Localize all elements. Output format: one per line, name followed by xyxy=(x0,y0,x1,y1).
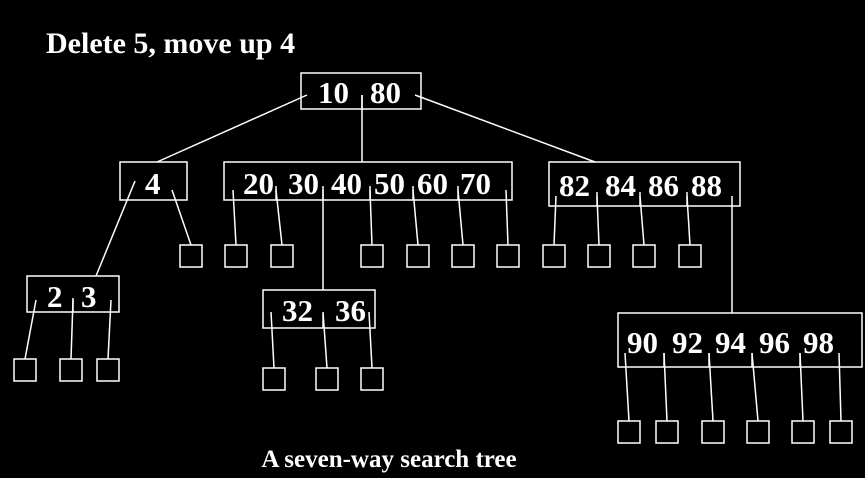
edge-middle-child-to-leaf xyxy=(368,311,373,369)
edge-middle-to-leaf xyxy=(275,189,283,246)
null-leaf-box xyxy=(678,244,702,268)
null-leaf-box xyxy=(262,367,286,391)
diagram-title: Delete 5, move up 4 xyxy=(46,27,296,60)
null-leaf-box xyxy=(496,244,520,268)
null-leaf-box xyxy=(59,358,83,382)
node-key: 80 xyxy=(370,75,401,110)
null-leaf-box xyxy=(96,358,120,382)
node-key: 86 xyxy=(648,168,679,203)
null-leaf-box xyxy=(315,367,339,391)
null-leaf-box xyxy=(360,244,384,268)
null-leaf-box xyxy=(587,244,611,268)
node-key: 94 xyxy=(715,325,746,360)
edge-left-to-left-child xyxy=(95,180,136,277)
null-leaves xyxy=(13,244,853,444)
null-leaf-box xyxy=(791,420,815,444)
null-leaf-box xyxy=(360,367,384,391)
edge-middle-to-leaf xyxy=(505,189,509,246)
node-key: 20 xyxy=(243,166,274,201)
edge-root-to-left xyxy=(156,94,308,163)
node-key: 98 xyxy=(803,325,834,360)
node-box xyxy=(548,161,741,207)
edge-left-child-to-leaf xyxy=(107,299,112,360)
edge-right-child-to-leaf xyxy=(838,352,842,422)
node-key: 60 xyxy=(417,166,448,201)
node-key: 30 xyxy=(288,166,319,201)
null-leaf-box xyxy=(829,420,853,444)
edge-right-child-to-leaf xyxy=(751,352,759,422)
node-key: 4 xyxy=(145,166,161,201)
node-key: 40 xyxy=(331,166,362,201)
node-key: 82 xyxy=(559,168,590,203)
node-middle-child: 32 36 xyxy=(262,289,376,329)
node-left: 4 xyxy=(119,161,188,201)
node-key: 90 xyxy=(627,325,658,360)
null-leaf-box xyxy=(632,244,656,268)
node-box xyxy=(300,72,422,110)
null-leaf-box xyxy=(542,244,566,268)
node-right-child: 90 92 94 96 98 xyxy=(617,312,863,368)
null-leaf-box xyxy=(746,420,770,444)
node-box xyxy=(262,289,376,329)
edge-root-to-right xyxy=(414,94,596,163)
edge-middle-child-to-leaf xyxy=(270,311,275,369)
node-key: 88 xyxy=(691,168,722,203)
edge-middle-to-leaf xyxy=(457,189,464,246)
node-key: 84 xyxy=(605,168,636,203)
node-box xyxy=(119,161,188,201)
node-key: 3 xyxy=(81,279,97,314)
node-box xyxy=(223,161,513,201)
null-leaf-box xyxy=(451,244,475,268)
node-key: 32 xyxy=(282,293,313,328)
node-box xyxy=(617,312,863,368)
node-key: 96 xyxy=(759,325,790,360)
node-root: 10 80 xyxy=(300,72,422,110)
null-leaf-box xyxy=(406,244,430,268)
node-key: 2 xyxy=(47,279,63,314)
null-leaf-box xyxy=(270,244,294,268)
edge-left-child-to-leaf xyxy=(24,299,37,360)
null-leaf-box xyxy=(179,244,203,268)
null-leaf-box xyxy=(224,244,248,268)
edge-right-to-leaf xyxy=(553,195,557,246)
edge-middle-to-leaf xyxy=(232,189,237,246)
tree-edges xyxy=(24,94,842,422)
node-right: 82 84 86 88 xyxy=(548,161,741,207)
edge-right-child-to-leaf xyxy=(624,352,630,422)
null-leaf-box xyxy=(13,358,37,382)
null-leaf-box xyxy=(655,420,679,444)
node-key: 10 xyxy=(318,75,349,110)
node-key: 92 xyxy=(672,325,703,360)
edge-middle-to-leaf xyxy=(412,189,419,246)
node-middle: 20 30 40 50 60 70 xyxy=(223,161,513,201)
node-key: 36 xyxy=(335,293,366,328)
node-key: 50 xyxy=(374,166,405,201)
edge-left-to-leaf xyxy=(171,189,192,246)
null-leaf-box xyxy=(617,420,641,444)
node-key: 70 xyxy=(460,166,491,201)
diagram-caption: A seven-way search tree xyxy=(261,446,517,473)
null-leaf-box xyxy=(701,420,725,444)
